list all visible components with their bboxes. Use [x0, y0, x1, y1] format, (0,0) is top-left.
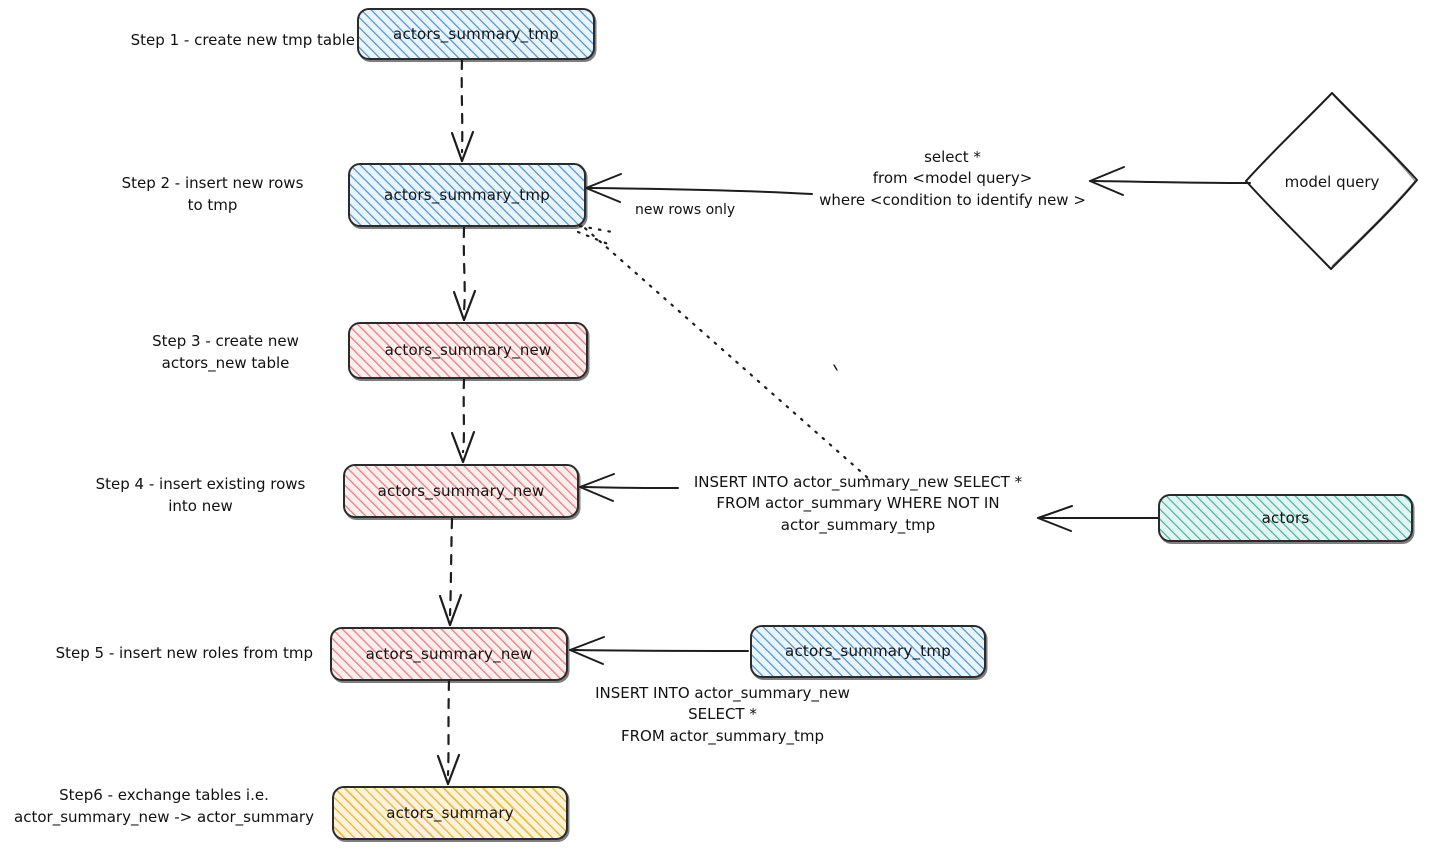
node-label: actors_summary_tmp: [785, 642, 951, 661]
node-label: actors: [1261, 508, 1310, 527]
step-1-label: Step 1 - create new tmp table: [130, 31, 355, 49]
arrow-step1-to-step2: [450, 58, 475, 163]
node-label: actors_summary_new: [384, 341, 552, 360]
node-label: actors_summary_new: [377, 481, 545, 500]
arrow-sql-to-step4: [579, 473, 679, 502]
node-label: actors_summary_new: [365, 644, 533, 663]
node-label: actors_summary_tmp: [384, 185, 550, 204]
arrow-step5-to-step6: [436, 679, 461, 786]
step-4-label: Step 4 - insert existing rows into new: [95, 475, 306, 515]
annotation-insert-existing-sql: INSERT INTO actor_summary_new SELECT * F…: [693, 473, 1023, 534]
node-actors-summary-tmp-step1[interactable]: actors_summary_tmp: [357, 8, 595, 60]
node-actors-summary-tmp-step5[interactable]: actors_summary_tmp: [750, 625, 986, 678]
arrow-actors-to-sql: [1037, 505, 1159, 532]
stray-mark: [833, 364, 838, 371]
annotation-insert-new-roles-sql: INSERT INTO actor_summary_new SELECT * F…: [595, 684, 850, 745]
node-label: actors_summary: [386, 803, 514, 822]
node-actors-source[interactable]: actors: [1158, 494, 1413, 542]
annotation-new-rows-only: new rows only: [635, 202, 736, 218]
dotted-link-step2-to-step4-sql: [576, 220, 870, 480]
node-actors-summary-new-step3[interactable]: actors_summary_new: [348, 322, 588, 379]
node-actors-summary-tmp-step2[interactable]: actors_summary_tmp: [348, 163, 586, 227]
step-3-label: Step 3 - create new actors_new table: [152, 332, 299, 372]
step-2-label: Step 2 - insert new rows to tmp: [121, 174, 304, 214]
model-query-label: model query: [1284, 172, 1380, 191]
node-model-query[interactable]: model query: [1246, 93, 1418, 270]
node-label: actors_summary_tmp: [393, 24, 559, 43]
arrow-tmp-to-step5: [569, 636, 749, 665]
arrow-step3-to-step4: [450, 377, 476, 464]
step-6-label: Step6 - exchange tables i.e. actor_summa…: [14, 786, 314, 826]
arrow-modelsql-to-step2: [585, 173, 813, 203]
node-actors-summary-new-step4[interactable]: actors_summary_new: [343, 464, 579, 518]
node-actors-summary-step6[interactable]: actors_summary: [332, 786, 568, 840]
arrow-step4-to-step5: [438, 517, 463, 627]
annotation-model-query-sql: select * from <model query> where <condi…: [819, 148, 1086, 209]
arrow-modelquery-to-sql: [1089, 166, 1251, 196]
arrow-step2-to-step3: [452, 226, 477, 322]
node-actors-summary-new-step5[interactable]: actors_summary_new: [330, 627, 568, 681]
step-5-label: Step 5 - insert new roles from tmp: [55, 644, 313, 662]
